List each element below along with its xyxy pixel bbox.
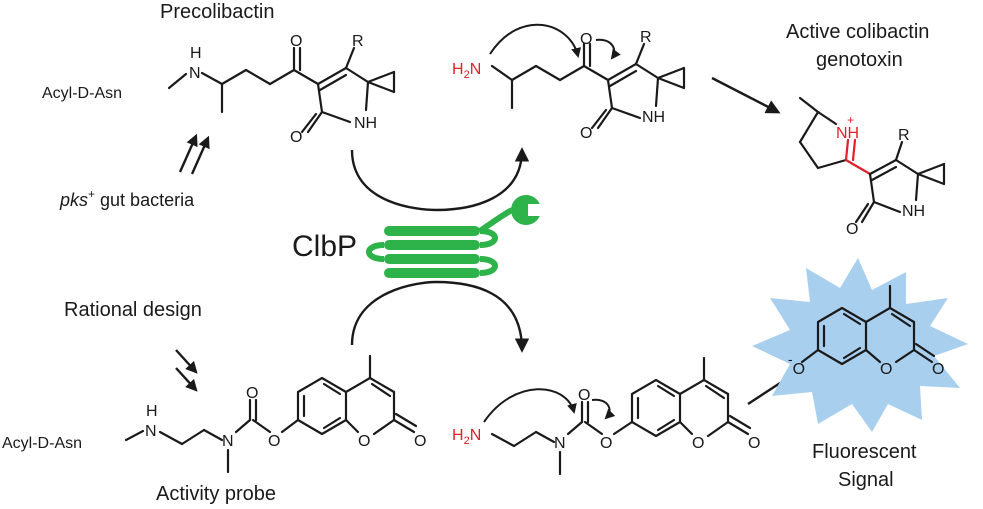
r-group-2: R — [640, 29, 652, 46]
pks-label: pks+ gut bacteria — [59, 187, 195, 210]
active-colibactin-structure: Active colibactin genotoxin NH+ R O NH — [786, 21, 946, 238]
precolibactin-label: Precolibactin — [160, 1, 275, 23]
h-atom-2: H — [146, 403, 158, 420]
o-lactam-2: O — [580, 125, 592, 142]
o-ester-2: O — [600, 435, 612, 452]
iminium-nh: NH+ — [836, 113, 859, 142]
o-ketone-2: O — [580, 31, 592, 48]
o-lactone: O — [414, 433, 426, 450]
nh-lactam: NH — [354, 115, 377, 132]
n-atom: N — [189, 65, 201, 82]
o-ester: O — [268, 433, 280, 450]
nh-lactam-2: NH — [642, 109, 665, 126]
o-ring-2: O — [692, 435, 704, 452]
clbp-label: ClbP — [292, 230, 357, 263]
r-group: R — [352, 33, 364, 50]
h-atom: H — [190, 45, 202, 62]
acyl-d-asn-top: Acyl-D-Asn — [42, 85, 122, 102]
rational-design-label: Rational design — [64, 299, 202, 321]
o-carbonyl-2: O — [578, 387, 590, 404]
signal-label: Signal — [838, 469, 894, 491]
nh-lactam-3: NH — [902, 203, 925, 220]
fluorescent-label: Fluorescent — [812, 441, 917, 463]
o-carbonyl: O — [246, 385, 258, 402]
n-carbamate-2: N — [554, 435, 566, 452]
h2n-bottom: H2N — [452, 427, 481, 447]
clbp-enzyme-icon — [366, 195, 546, 278]
activity-probe-structure: Acyl-D-Asn H N N O O O O — [2, 354, 426, 474]
o-lactone-2: O — [748, 435, 760, 452]
o-ring: O — [358, 433, 370, 450]
n-atom-2: N — [145, 423, 157, 440]
released-amine-structure: H2N O R O NH — [452, 23, 686, 142]
o-lactam-3: O — [846, 221, 858, 238]
acyl-d-asn-bottom: Acyl-D-Asn — [2, 435, 82, 452]
fluorophore-structure: O O -O — [788, 284, 944, 378]
o-ring-3: O — [880, 361, 892, 378]
fluorescence-burst-icon — [752, 258, 968, 432]
activity-probe-label: Activity probe — [156, 483, 276, 505]
active-colibactin-label: Active colibactin — [786, 21, 929, 43]
cleaved-probe-structure: H2N N O O O O — [452, 356, 760, 476]
h2n-top: H2N — [452, 61, 481, 81]
o-lactam: O — [290, 129, 302, 146]
phenolate-o: -O — [788, 351, 805, 378]
precolibactin-structure: Precolibactin Acyl-D-Asn H N O R O NH — [42, 1, 396, 146]
o-ketone: O — [290, 33, 302, 50]
genotoxin-label: genotoxin — [816, 49, 903, 71]
n-carbamate: N — [222, 433, 234, 450]
r-group-3: R — [898, 127, 910, 144]
o-lactone-3: O — [932, 361, 944, 378]
